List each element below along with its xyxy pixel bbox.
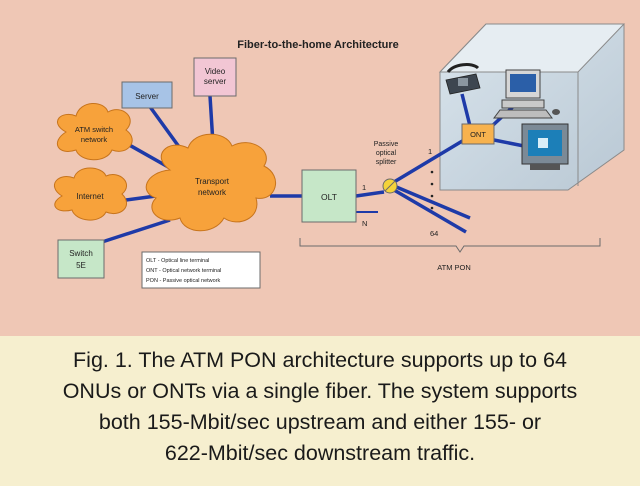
transport-network-cloud [145, 133, 276, 232]
splitter-label-3: splitter [376, 159, 397, 166]
atm-switch-network-label-2: network [81, 135, 108, 144]
switch-5e-label-2: 5E [76, 261, 86, 270]
video-server-node: Video server [193, 57, 237, 97]
link-switch-transport [101, 218, 171, 244]
link-ont-phone [460, 93, 472, 127]
legend-item-pon: PON - Passive optical network [146, 278, 221, 284]
olt-port-n-label: N [362, 219, 367, 228]
link-olt-splitter [355, 190, 385, 198]
link-ont-tv [493, 138, 525, 148]
atm-switch-network-label-1: ATM switch [75, 125, 113, 134]
server-node: Server [121, 81, 173, 109]
internet-cloud [54, 167, 128, 221]
caption-line-4: 622-Mbit/sec downstream traffic. [164, 441, 476, 465]
telephone-icon [445, 63, 481, 95]
video-server-label-1: Video [205, 67, 226, 76]
server-box [121, 81, 173, 109]
transport-network-node: Transport network [145, 133, 276, 232]
atm-pon-brace: ATM PON [299, 238, 601, 272]
ont-node: ONT [461, 123, 495, 145]
legend-item-olt: OLT - Optical line terminal [146, 258, 209, 264]
splitter-mark [384, 180, 396, 192]
atm-switch-network-node: ATM switch network [56, 103, 133, 161]
architecture-diagram: Fiber-to-the-home Architecture [54, 23, 626, 289]
ont-label: ONT [470, 130, 486, 139]
video-server-box [193, 57, 237, 97]
switch-5e-node: Switch 5E [57, 239, 105, 279]
fiber-branch-mid [393, 184, 471, 220]
atm-switch-network-cloud [56, 103, 133, 161]
server-label: Server [135, 92, 159, 101]
video-server-label-2: server [204, 77, 227, 86]
olt-port-1-label: 1 [362, 183, 366, 192]
branch-64-label: 64 [430, 229, 438, 238]
splitter-label-1: Passive [374, 141, 399, 148]
legend-item-ont: ONT - Optical network terminal [146, 268, 221, 274]
fiber-links [101, 93, 525, 244]
olt-box [301, 169, 357, 223]
fiber-branch-64 [393, 188, 467, 234]
legend: OLT - Optical line terminal ONT - Optica… [141, 251, 261, 289]
television-icon [521, 123, 569, 170]
figure-caption: Fig. 1. The ATM PON architecture support… [0, 338, 640, 486]
legend-box [141, 251, 261, 289]
olt-label: OLT [321, 192, 337, 202]
internet-node: Internet [54, 167, 128, 221]
link-internet-transport [125, 194, 157, 202]
computer-icon [493, 69, 560, 119]
atm-pon-label: ATM PON [437, 263, 471, 272]
olt-node: OLT 1 N [301, 169, 367, 228]
passive-optical-splitter-node: Passive optical splitter [374, 141, 399, 194]
link-atm-transport [123, 140, 171, 170]
transport-network-label-1: Transport [195, 177, 230, 186]
branch-1-label: 1 [428, 147, 432, 156]
figure-title: Fiber-to-the-home Architecture [237, 39, 399, 51]
architecture-figure: Fiber-to-the-home Architecture [0, 0, 640, 336]
caption-line-2: ONUs or ONTs via a single fiber. The sys… [62, 379, 578, 403]
caption-line-1: Fig. 1. The ATM PON architecture support… [73, 348, 567, 372]
transport-network-label-2: network [198, 188, 227, 197]
caption-line-3: both 155-Mbit/sec upstream and either 15… [98, 410, 542, 434]
splitter-label-2: optical [376, 150, 397, 157]
switch-5e-box [57, 239, 105, 279]
switch-5e-label-1: Switch [69, 249, 93, 258]
internet-label: Internet [76, 192, 104, 201]
fiber-branch-1 [393, 138, 465, 184]
ont-box [461, 123, 495, 145]
branch-ellipsis [430, 170, 434, 210]
